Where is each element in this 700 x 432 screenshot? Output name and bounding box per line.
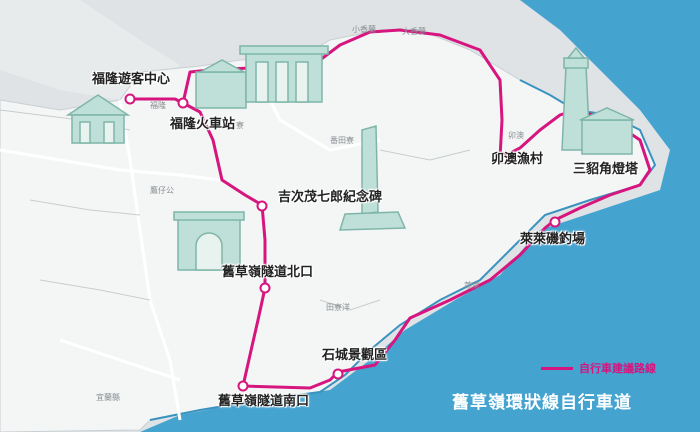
legend-route-label: 自行車建議路線 — [579, 362, 656, 375]
label-tunnel-south: 舊草嶺隧道南口 — [218, 394, 310, 409]
label-maoao-small: 卯澳 — [508, 131, 524, 140]
legend: 自行車建議路線 — [541, 360, 656, 376]
sea-area — [140, 0, 700, 432]
label-daxianglan: 大香蘭 — [402, 27, 426, 36]
label-visitor-center: 福隆遊客中心 — [92, 72, 171, 87]
route-stop-icon — [259, 282, 271, 294]
label-maoao: 卯澳漁村 — [491, 152, 544, 167]
label-station: 福隆火車站 — [170, 117, 236, 132]
label-xiaomaoao: 小香蘭 — [352, 25, 376, 34]
label-yilan: 宜蘭縣 — [96, 393, 120, 402]
route-stop-icon — [177, 97, 189, 109]
station-icon — [195, 45, 329, 109]
label-laila: 萊萊磯釣場 — [520, 232, 586, 247]
label-tunnel-north: 舊草嶺隧道北口 — [222, 265, 314, 280]
route-stop-icon — [496, 152, 508, 164]
route-stops — [124, 93, 561, 392]
lighthouse-icon — [561, 46, 635, 155]
label-fulong: 福隆 — [150, 101, 166, 110]
map-title: 舊草嶺環狀線自行車道 — [452, 393, 632, 413]
route-stop-icon — [332, 368, 344, 380]
label-shicheng: 石城景觀區 — [322, 348, 388, 363]
label-ban: 番田寮 — [330, 136, 354, 145]
label-tiancaoling: 田寮洋 — [326, 303, 350, 312]
label-lighthouse: 三貂角燈塔 — [573, 162, 639, 177]
legend-route-line — [541, 366, 573, 370]
distant-land — [0, 0, 180, 100]
route-stop-icon — [549, 216, 561, 228]
route-stop-icon — [237, 380, 249, 392]
label-memorial: 吉次茂七郎紀念碑 — [278, 190, 383, 205]
label-dun: 鷹仔公 — [150, 186, 174, 195]
route-stop-icon — [256, 200, 268, 212]
visitor-center-icon — [65, 94, 131, 144]
label-gongliao: 貢寮 — [228, 121, 244, 130]
label-laila-small: 萊萊 — [464, 281, 480, 290]
tunnel-icon — [173, 211, 245, 271]
bike-route — [128, 28, 652, 390]
route-stop-icon — [124, 93, 136, 105]
memorial-icon — [338, 125, 407, 231]
